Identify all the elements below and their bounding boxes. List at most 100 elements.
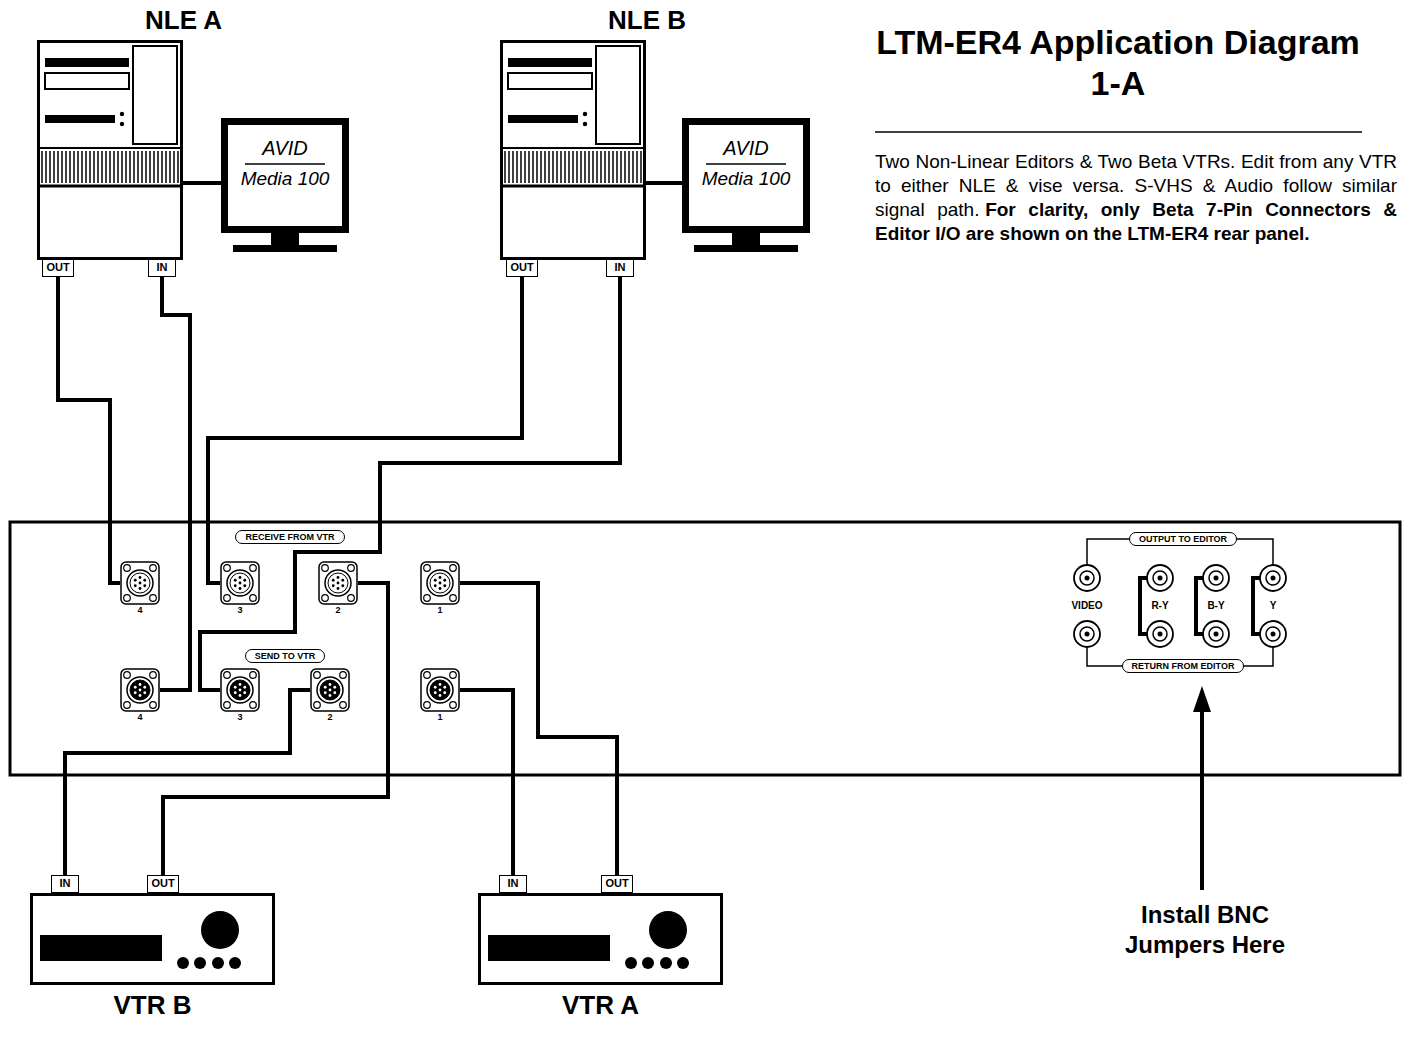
vent-slot [173, 151, 175, 183]
vent-slot [600, 151, 602, 183]
group-band: RECEIVE FROM VTR [235, 530, 344, 544]
mounting-hole [340, 702, 347, 709]
group-label: RECEIVE FROM VTR [245, 532, 334, 542]
vent-slot [616, 151, 618, 183]
vent-slot [556, 151, 558, 183]
mounting-hole [224, 565, 231, 572]
connector-pin [324, 686, 327, 689]
connector-pin [439, 694, 442, 697]
computer-tower [37, 40, 183, 260]
beta-7pin-female [220, 561, 260, 605]
beta-connector: 2 [310, 668, 350, 726]
vtr-name: VTR A [478, 990, 723, 1020]
group-band: OUTPUT TO EDITOR [1129, 532, 1237, 546]
mounting-hole [424, 672, 431, 679]
connector-number: 4 [120, 605, 160, 616]
io-terminal: OUT [42, 259, 73, 277]
beta-connector: 4 [120, 561, 160, 619]
tower-case [39, 42, 182, 259]
software-name: AVID [682, 136, 810, 160]
connector-pin [337, 587, 340, 590]
connector-shell [227, 677, 253, 703]
vent-slot [568, 151, 570, 183]
indicator-dot [583, 112, 587, 116]
callout-arrow [1200, 708, 1204, 890]
connector-pin [443, 691, 446, 694]
beta-connector: 1 [420, 668, 460, 726]
vent-slot [117, 151, 119, 183]
beta-7pin-male [420, 668, 460, 712]
vent-slot [548, 151, 550, 183]
connector-pin [143, 686, 146, 689]
vent-slot [572, 151, 574, 183]
tape-slot [40, 935, 162, 961]
vent-slot [161, 151, 163, 183]
beta-7pin-female [318, 561, 358, 605]
connector-pin [239, 587, 242, 590]
vent-slot [109, 151, 111, 183]
connector-pin [134, 579, 137, 582]
signal-cable [646, 181, 682, 185]
connector-pin [439, 683, 442, 686]
software-name: AVID [221, 136, 349, 160]
group-label: SEND TO VTR [255, 651, 315, 661]
case-seam [500, 185, 646, 188]
vent-slot [81, 151, 83, 183]
case-seam [500, 147, 646, 149]
beta-7pin-male [220, 668, 260, 712]
vent-slot [552, 151, 554, 183]
vent-slot [620, 151, 622, 183]
vent-slot [141, 151, 143, 183]
vent-slot [604, 151, 606, 183]
connector-pin [341, 579, 344, 582]
indicator-dot [583, 122, 587, 126]
connector-shell [127, 570, 153, 596]
vent-slot [540, 151, 542, 183]
vent-slot [532, 151, 534, 183]
beta-7pin-male [310, 668, 350, 712]
vent-slot [125, 151, 127, 183]
mounting-plate [421, 562, 459, 604]
computer-tower [500, 40, 646, 260]
vent-slot [560, 151, 562, 183]
connector-number: 2 [310, 712, 350, 723]
monitor-frame [221, 118, 349, 233]
signal-cable [183, 181, 221, 185]
connector-pin [234, 691, 237, 694]
mounting-hole [450, 595, 457, 602]
mounting-hole [124, 672, 131, 679]
signal-cable [160, 277, 190, 690]
beta-7pin-female [420, 561, 460, 605]
drive-slot [45, 115, 115, 123]
connector-insert [230, 680, 250, 700]
connector-pin [143, 579, 146, 582]
connector-pin [139, 689, 142, 692]
vent-slot [53, 151, 55, 183]
vent-slot [516, 151, 518, 183]
mounting-hole [224, 595, 231, 602]
connector-number: 3 [220, 712, 260, 723]
divider-line [245, 163, 325, 165]
vent-slot [636, 151, 638, 183]
mounting-plate [221, 669, 259, 711]
signal-cable [58, 277, 120, 583]
connector-pin [234, 584, 237, 587]
mounting-hole [124, 702, 131, 709]
signal-cable [200, 277, 620, 690]
vent-slot [101, 151, 103, 183]
connector-insert [328, 573, 348, 593]
tape-slot [488, 935, 610, 961]
connector-pin [439, 576, 442, 579]
case-seam [37, 185, 183, 188]
connector-pin [134, 584, 137, 587]
vent-slot [596, 151, 598, 183]
vtr-deck [478, 893, 723, 985]
mounting-hole [348, 565, 355, 572]
connector-pin [341, 584, 344, 587]
drive-slot [508, 115, 578, 123]
group-band: RETURN FROM EDITOR [1122, 659, 1245, 673]
connector-pin [234, 579, 237, 582]
mounting-hole [314, 702, 321, 709]
connector-pin [139, 587, 142, 590]
drive-bay [508, 73, 592, 89]
